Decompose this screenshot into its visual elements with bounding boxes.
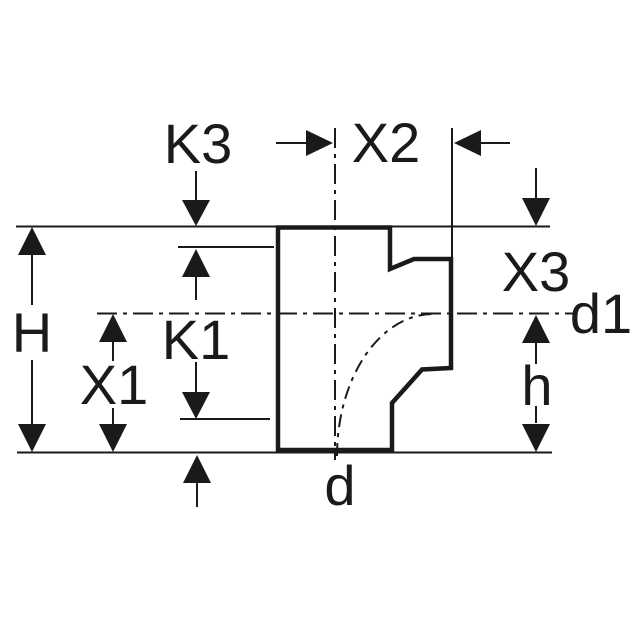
label-X3: X3 [501,240,571,303]
label-d1: d1 [569,282,633,345]
dim-K1-arrows [182,249,210,419]
X2-right-arrowhead [306,130,333,156]
dim-H-arrows [18,227,46,452]
h-down-arrowhead [522,424,550,452]
K1-up-arrowhead [182,249,210,277]
dim-X1-arrows [99,314,127,452]
H-down-arrowhead [18,424,46,452]
K1-down-arrowhead [182,392,210,419]
label-d: d [324,454,356,517]
label-H: H [11,301,53,364]
H-up-arrowhead [18,227,46,255]
X3-down-arrowhead [522,198,550,226]
bore-centerline-arc [336,313,434,457]
label-K3: K3 [163,112,233,175]
label-h: h [521,354,553,417]
centerlines [97,128,575,460]
dim-X3-arrow [522,168,550,226]
dim-X2-arrows [276,130,510,156]
dim-h-arrows [522,315,550,452]
h-up-arrowhead [522,315,550,343]
dimension-arrows [18,130,550,507]
X1-up-arrowhead [99,314,127,342]
label-X2: X2 [351,111,421,174]
fitting-outline [275,225,454,453]
K3-down-arrowhead [182,200,210,226]
X2-left-arrowhead [454,130,481,156]
dim-bottom-outside-arrow [183,455,211,507]
label-X1: X1 [79,353,149,416]
X1-down-arrowhead [99,424,127,452]
label-K1: K1 [161,308,231,371]
bottom-up-arrowhead [183,455,211,483]
dim-K3-arrow [182,171,210,226]
